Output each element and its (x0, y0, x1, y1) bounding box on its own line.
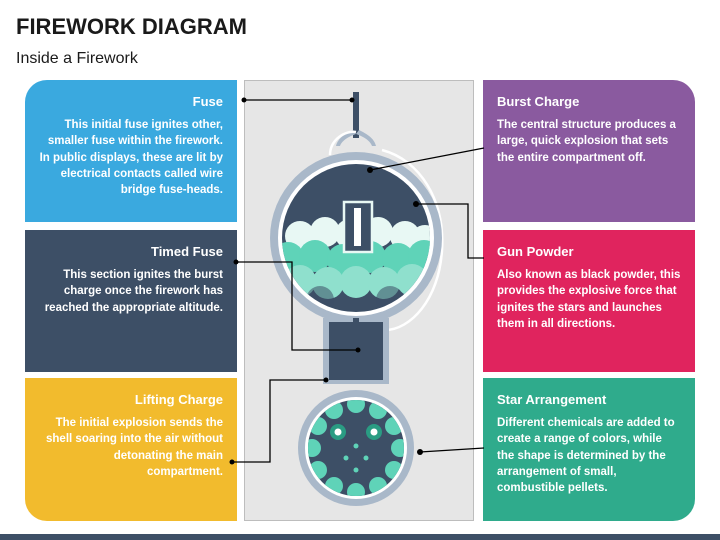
card-lifting-charge-text: The initial explosion sends the shell so… (46, 417, 223, 478)
card-burst-charge: Burst Charge The central structure produ… (483, 80, 695, 222)
card-timed-fuse-text: This section ignites the burst charge on… (44, 269, 223, 314)
card-timed-fuse-title: Timed Fuse (150, 244, 223, 259)
card-lifting-charge-title: Lifting Charge (134, 392, 223, 407)
card-timed-fuse: Timed Fuse This section ignites the burs… (25, 230, 237, 372)
fuse-outer-line (328, 130, 444, 332)
card-burst-charge-title: Burst Charge (497, 94, 580, 109)
callout-dots (229, 97, 423, 465)
page-subtitle: Inside a Firework (16, 50, 138, 67)
card-gun-powder: Gun Powder Also known as black powder, t… (483, 230, 695, 372)
card-gun-powder-title: Gun Powder (497, 244, 574, 259)
card-burst-charge-text: The central structure produces a large, … (497, 119, 676, 164)
card-star-arrangement: Star Arrangement Different chemicals are… (483, 378, 695, 521)
callout-lines (232, 99, 485, 463)
card-star-arrangement-title: Star Arrangement (497, 392, 607, 407)
card-fuse: Fuse This initial fuse ignites other, sm… (25, 80, 237, 222)
card-fuse-title: Fuse (192, 94, 223, 109)
star-arrangement-section (298, 390, 414, 506)
fuse-stem (336, 92, 376, 146)
card-star-arrangement-text: Different chemicals are added to create … (497, 417, 675, 495)
card-lifting-charge: Lifting Charge The initial explosion sen… (25, 378, 237, 521)
card-gun-powder-text: Also known as black powder, this provide… (497, 269, 681, 330)
page-title: FIREWORK DIAGRAM (16, 14, 247, 39)
card-fuse-text: This initial fuse ignites other, smaller… (39, 119, 223, 197)
burst-charge-core (342, 200, 374, 254)
footer-bar (0, 534, 720, 540)
